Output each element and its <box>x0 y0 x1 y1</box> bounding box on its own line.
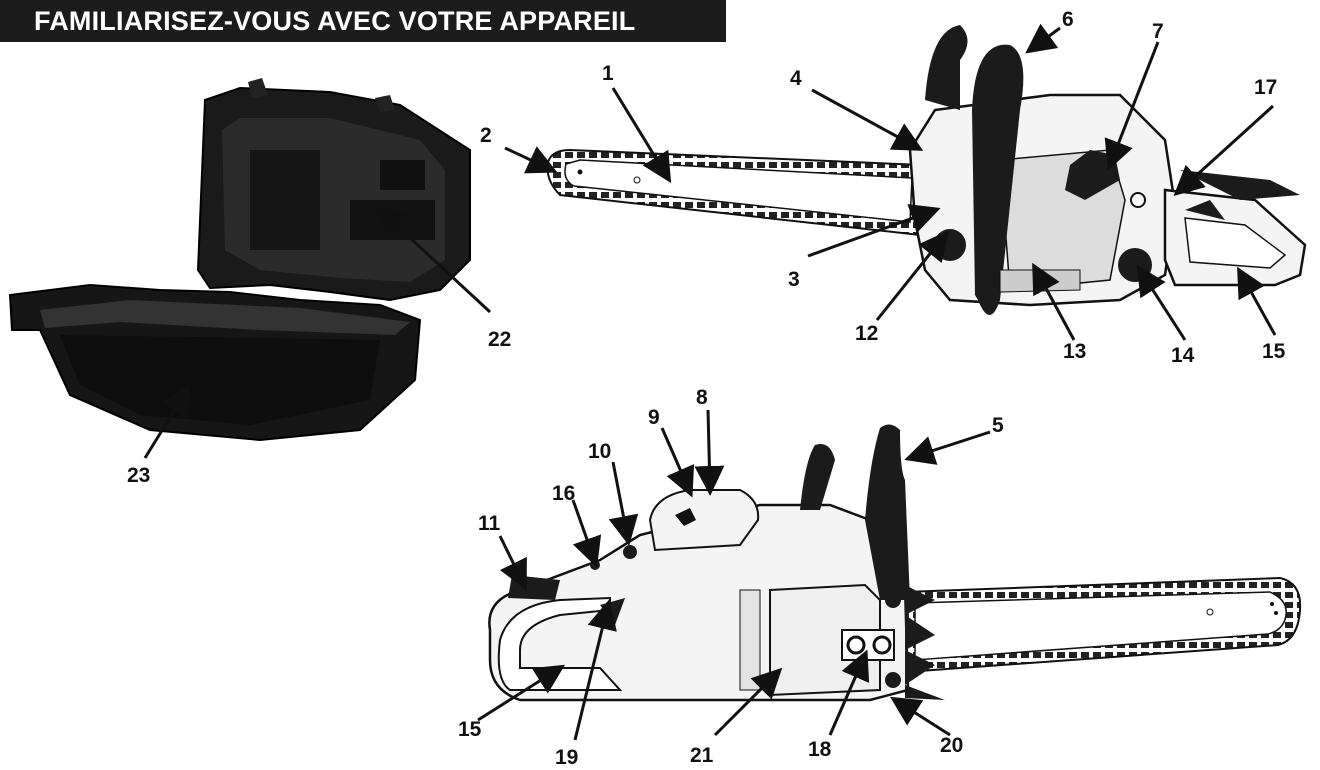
callout-14: 14 <box>1171 344 1195 367</box>
callout-11: 11 <box>478 512 501 535</box>
callout-4: 4 <box>790 67 802 90</box>
callout-15: 15 <box>1262 340 1286 363</box>
callout-8: 8 <box>696 386 708 409</box>
callout-7: 7 <box>1152 20 1164 43</box>
callout-13: 13 <box>1063 340 1086 363</box>
callout-labels: 1 2 3 4 5 6 7 8 9 10 11 12 13 14 15 15 1… <box>127 8 1286 769</box>
callout-16: 16 <box>552 482 575 505</box>
callout-23: 23 <box>127 464 150 487</box>
callout-6: 6 <box>1062 8 1074 31</box>
callout-19: 19 <box>555 746 578 769</box>
callout-12: 12 <box>855 322 878 345</box>
callout-18: 18 <box>808 738 832 761</box>
chainsaw-side-view <box>488 424 1302 702</box>
callout-20: 20 <box>940 734 963 757</box>
callout-15-bottom: 15 <box>458 718 482 741</box>
callout-17: 17 <box>1254 76 1277 99</box>
callout-5: 5 <box>992 414 1004 437</box>
callout-10: 10 <box>588 440 611 463</box>
callout-1: 1 <box>602 62 614 85</box>
callout-21: 21 <box>690 744 714 767</box>
chainsaw-top-view <box>546 25 1307 316</box>
page-title: FAMILIARISEZ-VOUS AVEC VOTRE APPAREIL <box>0 0 726 42</box>
leader-lines <box>143 23 1277 741</box>
carrying-case <box>8 78 471 442</box>
callout-2: 2 <box>480 124 492 147</box>
callout-22: 22 <box>488 328 511 351</box>
callout-9: 9 <box>648 406 660 429</box>
callout-3: 3 <box>788 268 800 291</box>
